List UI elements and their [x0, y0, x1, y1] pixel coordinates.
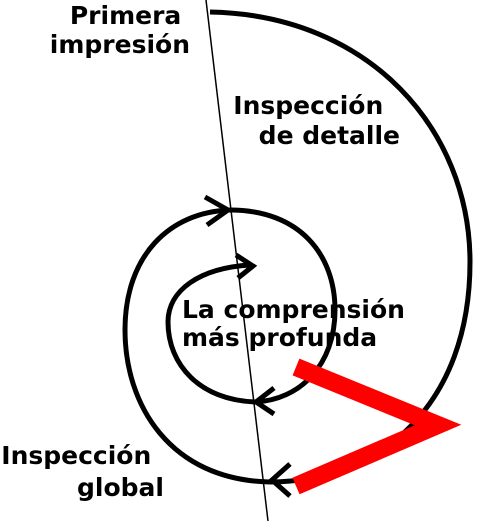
- label-first-impression-line2: impresión: [50, 30, 190, 59]
- spiral-outer-arc: [209, 9, 473, 485]
- label-global-inspection-line1: Inspección: [1, 441, 151, 470]
- spiral-inner-loop: [165, 262, 256, 405]
- axis-line: [205, 0, 269, 521]
- red-chevron: [292, 358, 462, 495]
- arrowhead-bottom: [268, 462, 292, 498]
- arrowhead-upper: [203, 194, 233, 228]
- arrowhead-center: [234, 252, 258, 280]
- label-deeper-understanding: La comprensión más profunda: [182, 295, 414, 352]
- label-detail-inspection-line1: Inspección: [233, 91, 383, 120]
- spiral-second-loop: [122, 207, 271, 485]
- label-deeper-understanding-line1: La comprensión: [182, 295, 405, 324]
- label-global-inspection: Inspección global: [1, 441, 164, 502]
- label-detail-inspection: Inspección de detalle: [233, 91, 400, 150]
- label-global-inspection-line2: global: [77, 473, 164, 502]
- label-first-impression-line1: Primera: [70, 1, 181, 30]
- arrowhead-lower-middle: [251, 386, 276, 417]
- label-detail-inspection-line2: de detalle: [259, 121, 400, 150]
- label-deeper-understanding-line2: más profunda: [182, 323, 377, 352]
- spiral-third-loop: [229, 207, 338, 405]
- label-first-impression: Primera impresión: [50, 1, 190, 59]
